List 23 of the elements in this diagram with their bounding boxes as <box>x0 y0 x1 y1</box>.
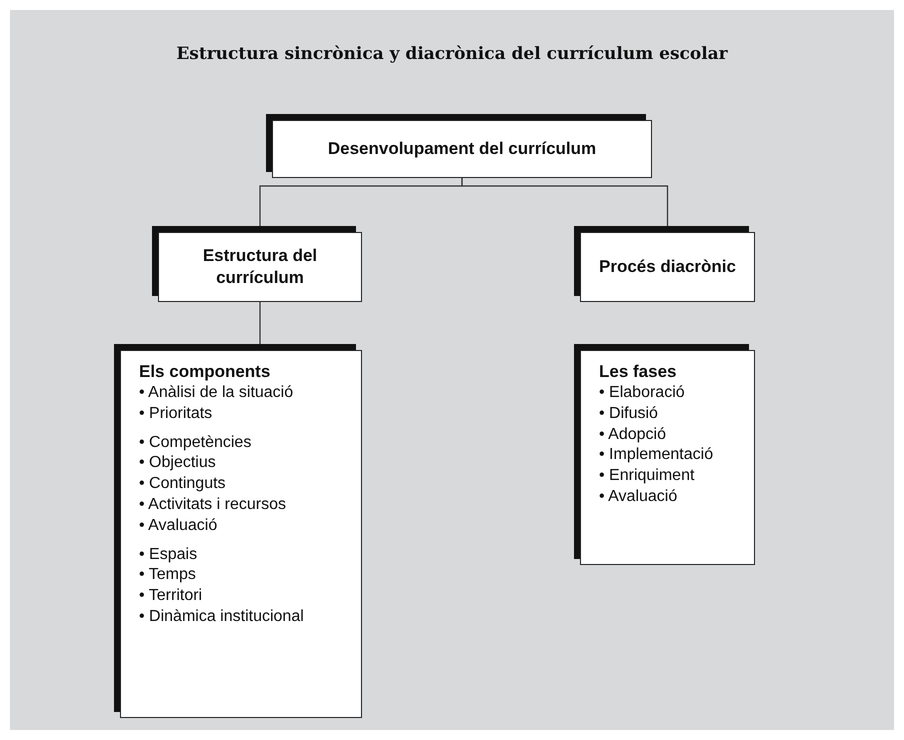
list-item: • Avaluació <box>139 516 218 536</box>
list-item: • Adopció <box>599 424 667 445</box>
list-item: • Temps <box>139 565 197 586</box>
list-item: • Anàlisi de la situació <box>139 383 294 404</box>
list-item: • Activitats i recursos <box>139 495 287 516</box>
list-item: • Implementació <box>599 445 714 466</box>
list-item: • Continguts <box>139 474 227 494</box>
list-item: • Enriquiment <box>599 466 696 486</box>
list-item: • Prioritats <box>139 404 214 424</box>
list-item: • Competències <box>139 432 252 453</box>
box-heading: Desenvolupament del currículum <box>328 138 596 160</box>
list-item: • Objectius <box>139 453 217 474</box>
list-item: • Espais <box>139 544 198 565</box>
list-item: • Difusió <box>599 404 659 424</box>
box-heading: Procés diacrònic <box>598 256 736 278</box>
box-heading: Estructura del currículum <box>202 244 318 289</box>
list-item: • Avaluació <box>599 487 678 508</box>
diagram-title: Estructura sincrònica y diacrònica del currículum escolar <box>175 44 729 64</box>
list-item: • Dinàmica institucional <box>139 607 305 628</box>
box-heading: Les fases <box>599 361 678 383</box>
box-heading: Els components <box>139 361 272 383</box>
list-item: • Territori <box>139 586 204 606</box>
list-item: • Elaboració <box>599 383 686 404</box>
